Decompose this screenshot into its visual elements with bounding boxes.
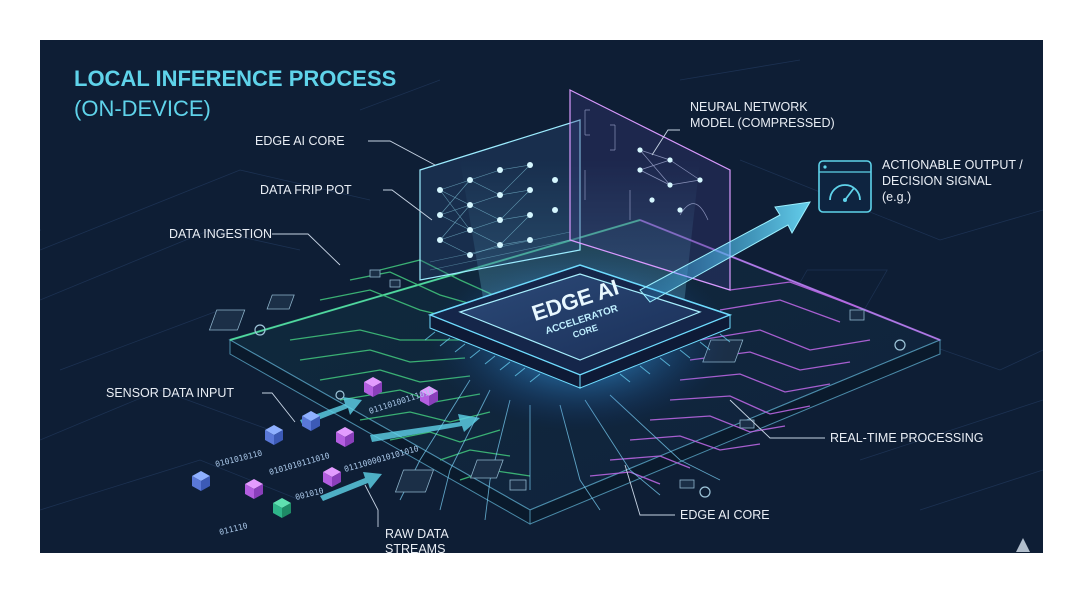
label-neural-network-2: MODEL (COMPRESSED) bbox=[690, 116, 835, 130]
neural-net-panel-left bbox=[419, 119, 581, 281]
cube-icon bbox=[245, 479, 263, 499]
cube-icon bbox=[323, 467, 341, 487]
label-actionable-output-3: (e.g.) bbox=[882, 190, 911, 204]
data-cubes bbox=[192, 377, 438, 518]
binary-stream: 001010 bbox=[294, 486, 324, 502]
label-data-ingestion: DATA INGESTION bbox=[169, 227, 272, 241]
diagram-title: LOCAL INFERENCE PROCESS bbox=[74, 66, 396, 91]
neural-net-icon bbox=[439, 164, 531, 256]
diagram-panel: EDGE AI ACCELERATOR CORE bbox=[40, 40, 1043, 553]
pads bbox=[254, 324, 906, 498]
corner-sparkle-icon bbox=[1016, 538, 1030, 552]
cube-icon bbox=[192, 471, 210, 491]
diagram-subtitle: (ON-DEVICE) bbox=[74, 96, 211, 121]
neural-net-panel-right bbox=[569, 89, 731, 291]
label-sensor-data-input: SENSOR DATA INPUT bbox=[106, 386, 234, 400]
label-edge-ai-core-top: EDGE AI CORE bbox=[255, 134, 345, 148]
label-actionable-output: ACTIONABLE OUTPUT / bbox=[882, 158, 1023, 172]
pcb-board-edge-right bbox=[529, 339, 941, 525]
cube-icon bbox=[265, 425, 283, 445]
gauge-icon bbox=[818, 160, 872, 213]
label-real-time-processing: REAL-TIME PROCESSING bbox=[830, 431, 984, 445]
binary-stream: 0111000010101010 bbox=[343, 444, 420, 474]
binary-stream: 0101010110 bbox=[214, 449, 263, 469]
label-raw-data-streams-2: STREAMS bbox=[385, 542, 445, 553]
binary-stream: 011110 bbox=[218, 521, 248, 537]
label-data-frip-pot: DATA FRIP POT bbox=[260, 183, 352, 197]
cube-icon bbox=[336, 427, 354, 447]
traces-purple bbox=[589, 281, 871, 485]
cube-icon bbox=[302, 411, 320, 431]
label-raw-data-streams: RAW DATA bbox=[385, 527, 449, 541]
leader-lines bbox=[262, 129, 825, 527]
output-arrow bbox=[639, 201, 811, 303]
diagram-canvas: EDGE AI ACCELERATOR CORE bbox=[40, 59, 1043, 553]
label-actionable-output-2: DECISION SIGNAL bbox=[882, 174, 992, 188]
cube-icon bbox=[420, 386, 438, 406]
label-neural-network: NEURAL NETWORK bbox=[690, 100, 808, 114]
binary-stream: 0101010111010 bbox=[268, 451, 331, 477]
cube-icon bbox=[273, 498, 291, 518]
label-edge-ai-core-bottom: EDGE AI CORE bbox=[680, 508, 770, 522]
cube-icon bbox=[364, 377, 382, 397]
